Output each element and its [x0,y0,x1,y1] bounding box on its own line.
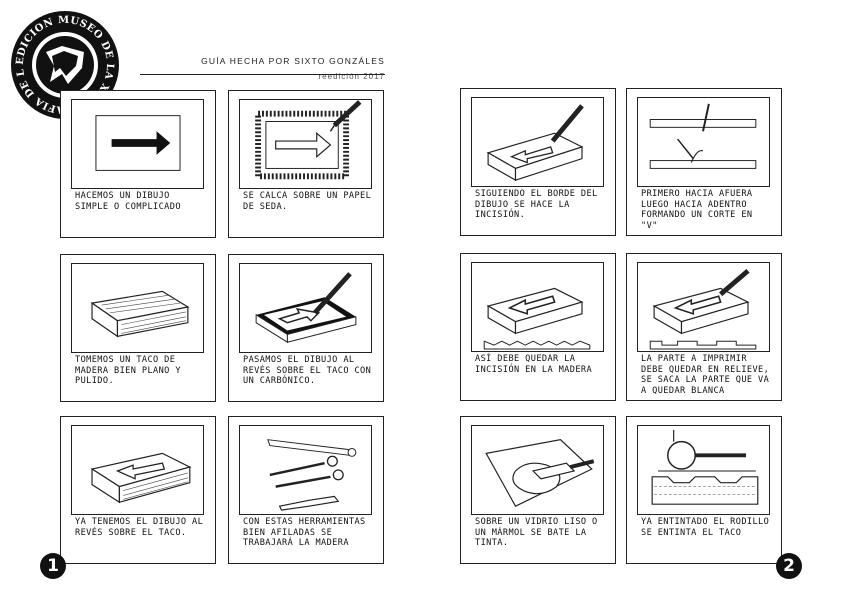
step-caption: CON ESTAS HERRAMIENTAS BIEN AFILADAS SE … [243,517,366,548]
step-panel: YA TENEMOS EL DIBUJO AL REVÉS SOBRE EL T… [60,416,216,564]
header-rule [140,74,385,75]
step-panel: HACEMOS UN DIBUJO SIMPLE O COMPLICADO [60,90,216,238]
step-panel: PASAMOS EL DIBUJO AL REVÉS SOBRE EL TACO… [228,254,384,402]
guide-header: GUÍA HECHA POR SIXTO GONZÁLES reedición … [140,56,385,81]
page-number: 2 [776,553,802,579]
step-panel: YA ENTINTADO EL RODILLO SE ENTINTA EL TA… [626,416,782,564]
step-panel: CON ESTAS HERRAMIENTAS BIEN AFILADAS SE … [228,416,384,564]
tracing-paper-illustration [255,100,362,180]
reversed-drawing-illustration [90,452,192,504]
illustration-frame [637,262,770,352]
illustration-frame [637,425,770,515]
illustration-frame [239,99,372,189]
step-caption: PRIMERO HACIA AFUERA LUEGO HACIA ADENTRO… [641,189,753,231]
step-panel: SIGUIENDO EL BORDE DEL DIBUJO SE HACE LA… [460,88,616,236]
step-caption: PASAMOS EL DIBUJO AL REVÉS SOBRE EL TACO… [243,355,372,386]
inking-roller-illustration [651,429,759,505]
step-caption: YA TENEMOS EL DIBUJO AL REVÉS SOBRE EL T… [75,517,204,538]
illustration-frame [239,425,372,515]
illustration-frame [471,262,604,352]
illustration-frame [637,97,770,187]
step-panel: PRIMERO HACIA AFUERA LUEGO HACIA ADENTRO… [626,88,782,236]
step-caption: SOBRE UN VIDRIO LISO O UN MÁRMOL SE BATE… [475,517,598,548]
carbon-transfer-illustration [255,272,357,344]
step-caption: LA PARTE A IMPRIMIR DEBE QUEDAR EN RELIE… [641,354,770,396]
step-caption: SE CALCA SOBRE UN PAPEL DE SEDA. [243,191,372,212]
cutting-outline-illustration [486,104,584,182]
step-caption: TOMEMOS UN TACO DE MADERA BIEN PLANO Y P… [75,355,181,386]
step-caption: ASÍ DEBE QUEDAR LA INCISIÓN EN LA MADERA [475,354,593,375]
step-panel: SE CALCA SOBRE UN PAPEL DE SEDA. [228,90,384,238]
step-panel: LA PARTE A IMPRIMIR DEBE QUEDAR EN RELIE… [626,253,782,401]
step-panel: ASÍ DEBE QUEDAR LA INCISIÓN EN LA MADERA [460,253,616,401]
wood-block-illustration [90,290,190,338]
page-number: 1 [40,553,66,579]
illustration-frame [471,425,604,515]
step-caption: SIGUIENDO EL BORDE DEL DIBUJO SE HACE LA… [475,189,598,220]
illustration-frame [71,263,204,353]
inking-glass-illustration [485,439,595,507]
carved-block-illustration [483,287,591,350]
illustration-frame [471,97,604,187]
illustration-frame [239,263,372,353]
illustration-frame [71,425,204,515]
relief-removal-illustration [649,268,757,350]
arrow-drawing-illustration [95,115,181,171]
step-panel: SOBRE UN VIDRIO LISO O UN MÁRMOL SE BATE… [460,416,616,564]
reedition-note: reedición 2017 [318,72,385,81]
illustration-frame [71,99,204,189]
v-cut-illustration [649,103,757,169]
step-caption: HACEMOS UN DIBUJO SIMPLE O COMPLICADO [75,191,181,212]
guide-author: GUÍA HECHA POR SIXTO GONZÁLES [201,56,385,66]
step-caption: YA ENTINTADO EL RODILLO SE ENTINTA EL TA… [641,517,770,538]
carving-tools-illustration [267,439,357,511]
step-panel: TOMEMOS UN TACO DE MADERA BIEN PLANO Y P… [60,254,216,402]
